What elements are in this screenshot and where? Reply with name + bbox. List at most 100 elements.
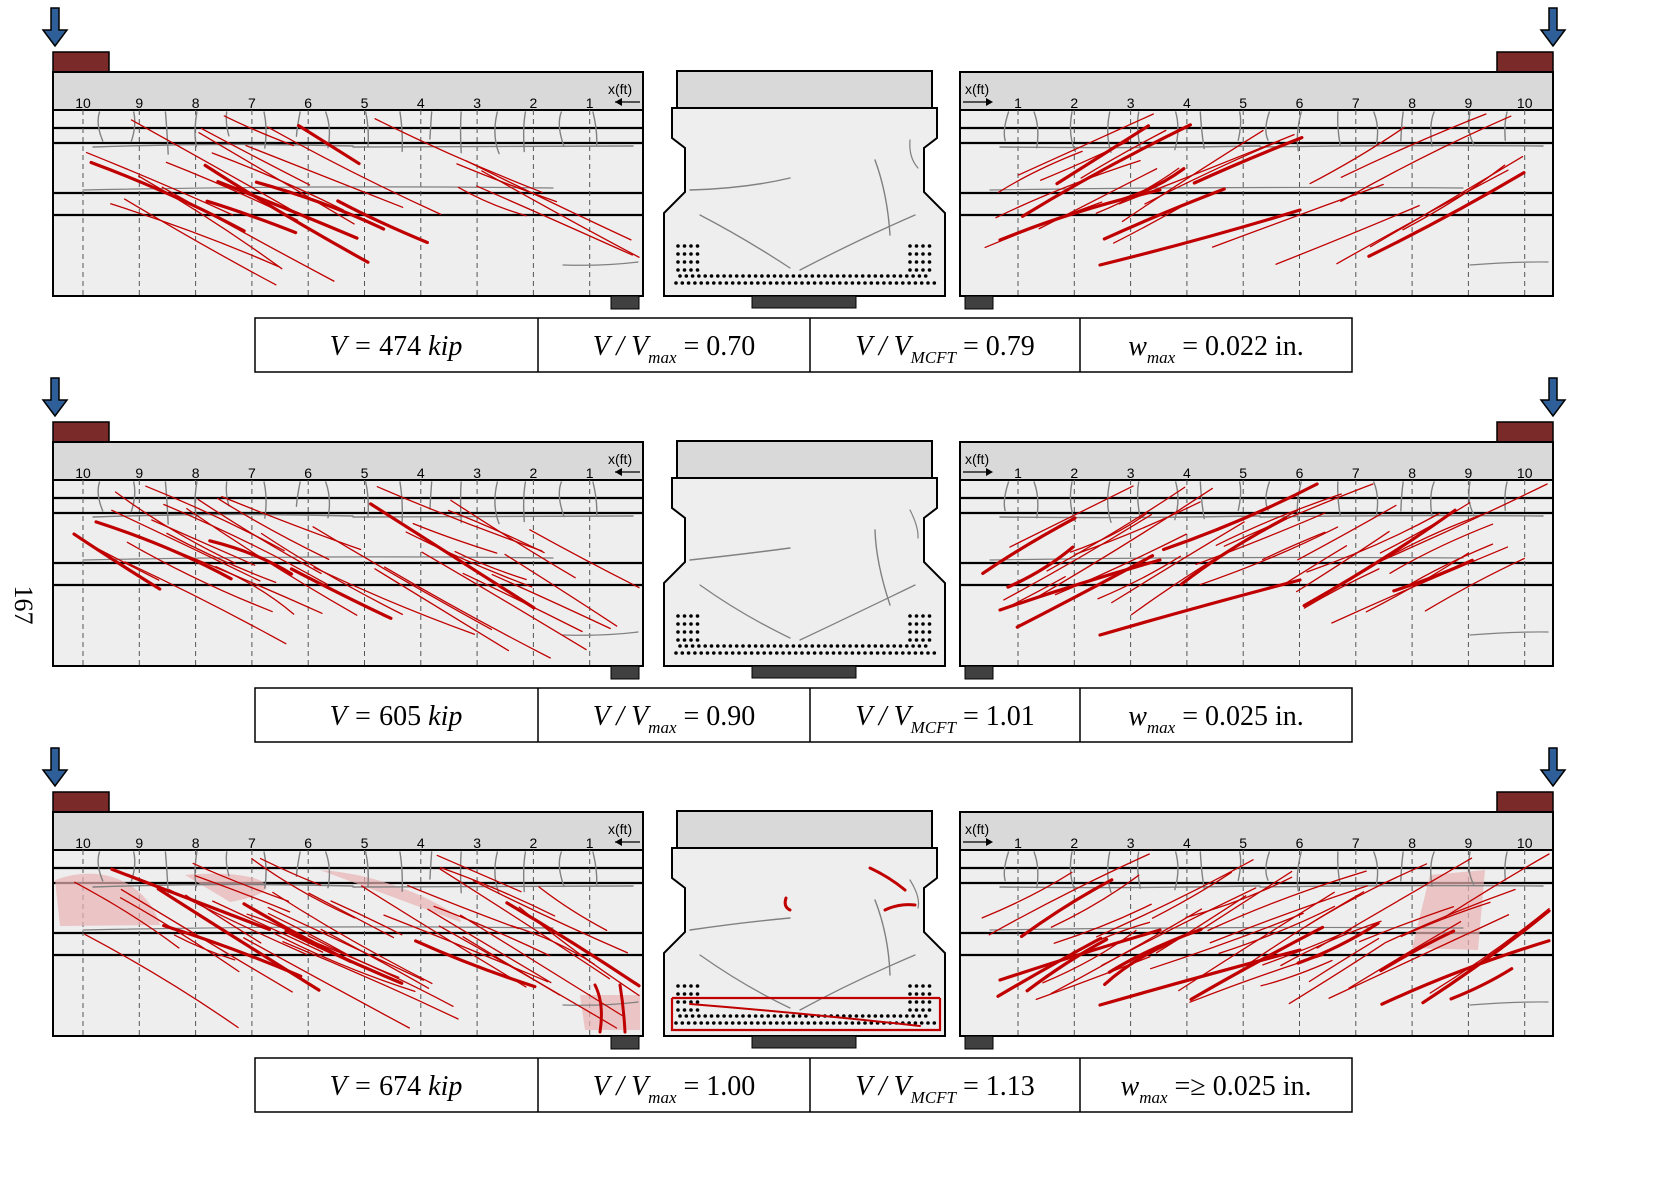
strand [749,281,754,285]
girder-web [960,480,1553,666]
shear-crack [1379,483,1548,562]
strand [779,274,783,278]
shear-crack [1098,208,1302,267]
strand [917,1014,922,1018]
tick-label: 1 [586,835,594,851]
flexure-crack [97,851,104,882]
strand [797,644,802,648]
strand [747,274,752,278]
old-crack [352,515,634,518]
flexure-crack [522,111,527,153]
strand [743,281,748,285]
shear-crack [1009,485,1134,548]
section-bearing-pad [751,1035,857,1049]
shear-crack [1017,113,1154,176]
section-crack [874,529,891,606]
shear-crack [221,495,362,551]
strand [932,1021,937,1025]
shear-crack [1223,483,1374,547]
strand [682,1008,687,1012]
strand [781,281,785,285]
shear-crack [205,199,298,235]
axis-arrow-head [986,838,993,846]
strand [781,1021,785,1025]
old-crack [989,556,1464,561]
tick-label: 5 [361,95,369,111]
shear-crack [1040,140,1130,181]
strand [722,644,726,648]
section-crack [689,917,791,931]
shear-crack [518,906,640,997]
flexure-crack [1033,851,1039,889]
strand [682,244,687,248]
load-arrow-icon [41,377,69,418]
strand [823,274,827,278]
strand [709,274,714,278]
result-table [254,1057,1353,1113]
section-girder [663,847,946,1037]
strand [829,644,833,648]
shear-crack [123,198,277,286]
strand [848,1014,852,1018]
flexure-crack [1069,111,1077,153]
shear-value-cell: V = 674 kip [330,1071,463,1102]
shear-crack [383,566,551,659]
strand [854,1014,859,1018]
strand [699,281,703,285]
shear-crack [1032,487,1213,601]
shear-crack [162,923,303,978]
strand [676,614,680,618]
shear-crack [1449,967,1514,1001]
strand [703,274,707,278]
tick-label: 10 [1517,95,1533,111]
strand [875,651,880,655]
shear-crack [86,542,160,581]
wmax-cell: wmax = 0.025 in. [1128,701,1304,737]
strand [734,1014,739,1018]
shear-crack [1358,906,1454,943]
strand [913,281,918,285]
axis-unit-label: x(ft) [965,821,989,837]
strand [819,281,823,285]
strand [741,274,745,278]
girder-outline [959,480,1554,667]
shear-crack [124,561,287,645]
shear-crack [1149,912,1304,970]
strand [682,630,687,634]
strand [914,638,919,642]
shear-crack [1161,482,1319,552]
section-crack-red [689,1003,921,1027]
tick-label: 7 [248,95,256,111]
shear-crack [457,186,527,217]
strand [693,651,697,655]
strand [689,252,693,256]
strand [869,651,874,655]
strand [908,1000,912,1004]
shear-crack [376,486,543,552]
strand [905,1014,909,1018]
tick-label: 8 [192,95,200,111]
strand [730,281,735,285]
tick-label: 7 [1352,835,1360,851]
strand [913,651,918,655]
shear-crack [1196,870,1293,934]
strand [695,260,700,264]
strand [829,274,833,278]
shear-crack [998,558,1162,612]
old-crack [562,1001,639,1006]
strand [894,651,899,655]
strand [747,644,752,648]
tick-label: 3 [1127,835,1135,851]
shear-crack [1151,871,1232,919]
strand [684,274,689,278]
strand [695,992,700,996]
strand [927,992,932,996]
flexure-crack [364,481,369,518]
flexure-crack [1468,111,1475,145]
strand [800,281,804,285]
strand [705,1021,710,1025]
damage-zone [1412,870,1485,950]
strand [921,630,925,634]
shear-crack [166,532,277,583]
strand [728,1014,733,1018]
